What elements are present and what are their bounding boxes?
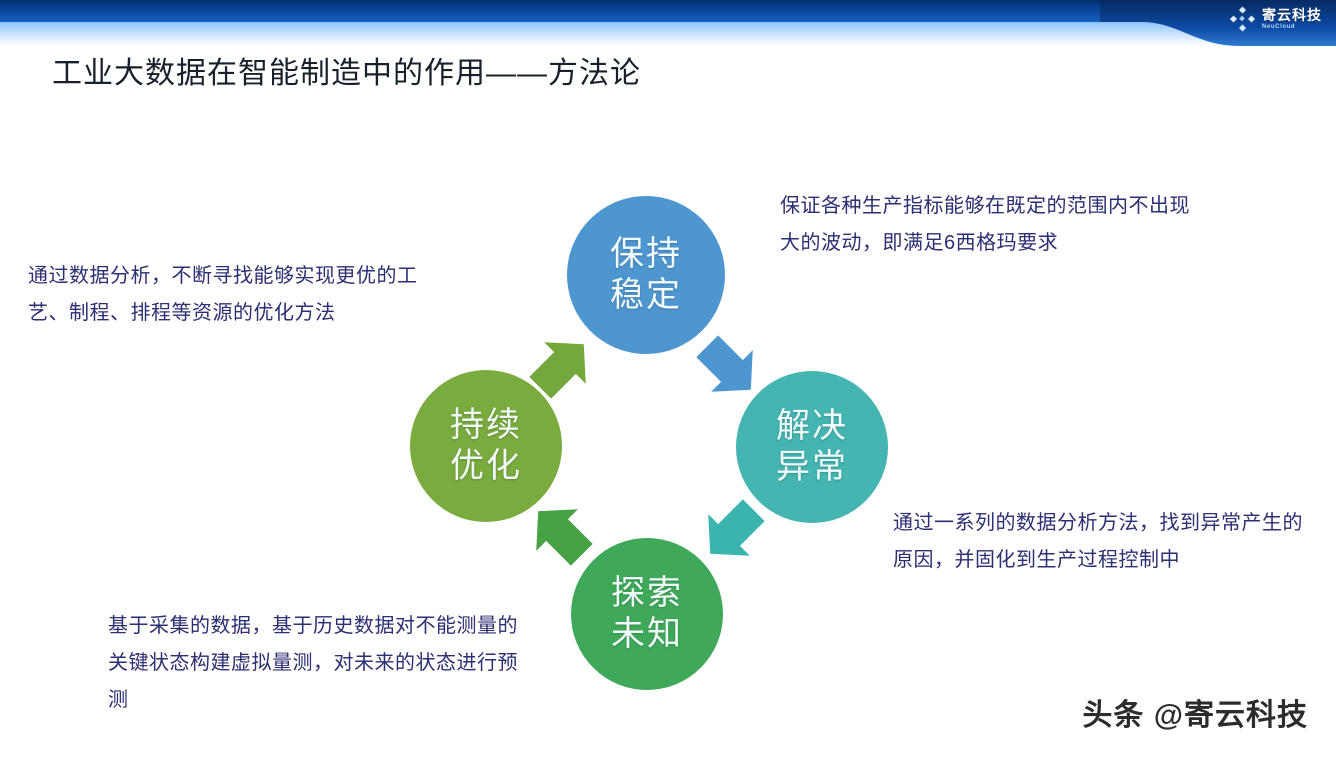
cycle-arrow-optimize-to-stable-icon bbox=[527, 331, 597, 401]
node-label-line1: 解决 bbox=[776, 406, 848, 445]
node-label-line2: 异常 bbox=[776, 448, 848, 486]
cycle-node-explore[interactable]: 探索 未知 bbox=[571, 538, 723, 690]
cycle-arrow-explore-to-optimize-icon bbox=[525, 498, 595, 568]
cycle-node-optimize[interactable]: 持续 优化 bbox=[410, 370, 562, 522]
logo-text-en: NeuCloud bbox=[1262, 24, 1296, 30]
node-label-line1: 保持 bbox=[610, 234, 682, 273]
page-title: 工业大数据在智能制造中的作用——方法论 bbox=[52, 57, 641, 90]
callout-explore: 基于采集的数据，基于历史数据对不能测量的关键状态构建虚拟量测，对未来的状态进行预… bbox=[108, 615, 518, 711]
callout-stable: 保证各种生产指标能够在既定的范围内不出现大的波动，即满足6西格玛要求 bbox=[780, 195, 1190, 254]
cycle-node-resolve[interactable]: 解决 异常 bbox=[736, 371, 888, 523]
slide-header: 寄云科技 NeuCloud bbox=[0, 0, 1336, 46]
node-label-line1: 持续 bbox=[450, 405, 522, 444]
cycle-node-stable[interactable]: 保持 稳定 bbox=[567, 196, 725, 354]
header-band-graphic bbox=[0, 0, 1336, 46]
callout-resolve: 通过一系列的数据分析方法，找到异常产生的原因，并固化到生产过程控制中 bbox=[893, 512, 1303, 571]
node-label-line2: 优化 bbox=[450, 447, 522, 485]
cycle-arrow-stable-to-resolve-icon bbox=[694, 333, 764, 403]
diamond-cluster-logo-icon bbox=[1229, 6, 1256, 32]
brand-logo: 寄云科技 NeuCloud bbox=[1229, 5, 1322, 33]
cycle-arrow-resolve-to-explore-icon bbox=[697, 497, 767, 567]
callout-optimize: 通过数据分析，不断寻找能够实现更优的工艺、制程、排程等资源的优化方法 bbox=[28, 265, 418, 324]
watermark: 头条 @寄云科技 bbox=[1082, 699, 1308, 732]
logo-text-cn: 寄云科技 bbox=[1262, 7, 1322, 23]
node-label-line1: 探索 bbox=[611, 573, 683, 612]
node-label-line2: 未知 bbox=[611, 615, 683, 653]
node-label-line2: 稳定 bbox=[610, 276, 682, 314]
